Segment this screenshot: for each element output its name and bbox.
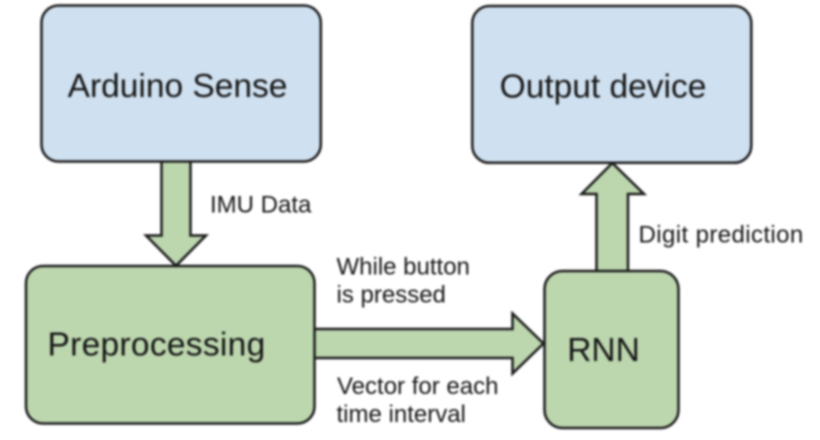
- svg-text:time interval: time interval: [337, 401, 466, 428]
- svg-text:IMU Data: IMU Data: [210, 192, 312, 219]
- svg-text:Vector for each: Vector for each: [337, 373, 498, 400]
- svg-text:Digit prediction: Digit prediction: [639, 221, 804, 248]
- svg-text:Preprocessing: Preprocessing: [47, 327, 265, 364]
- svg-text:RNN: RNN: [567, 332, 640, 369]
- svg-text:Arduino Sense: Arduino Sense: [68, 68, 288, 105]
- svg-text:While button: While button: [337, 253, 470, 280]
- svg-text:Output device: Output device: [500, 69, 707, 106]
- svg-text:is pressed: is pressed: [337, 281, 446, 308]
